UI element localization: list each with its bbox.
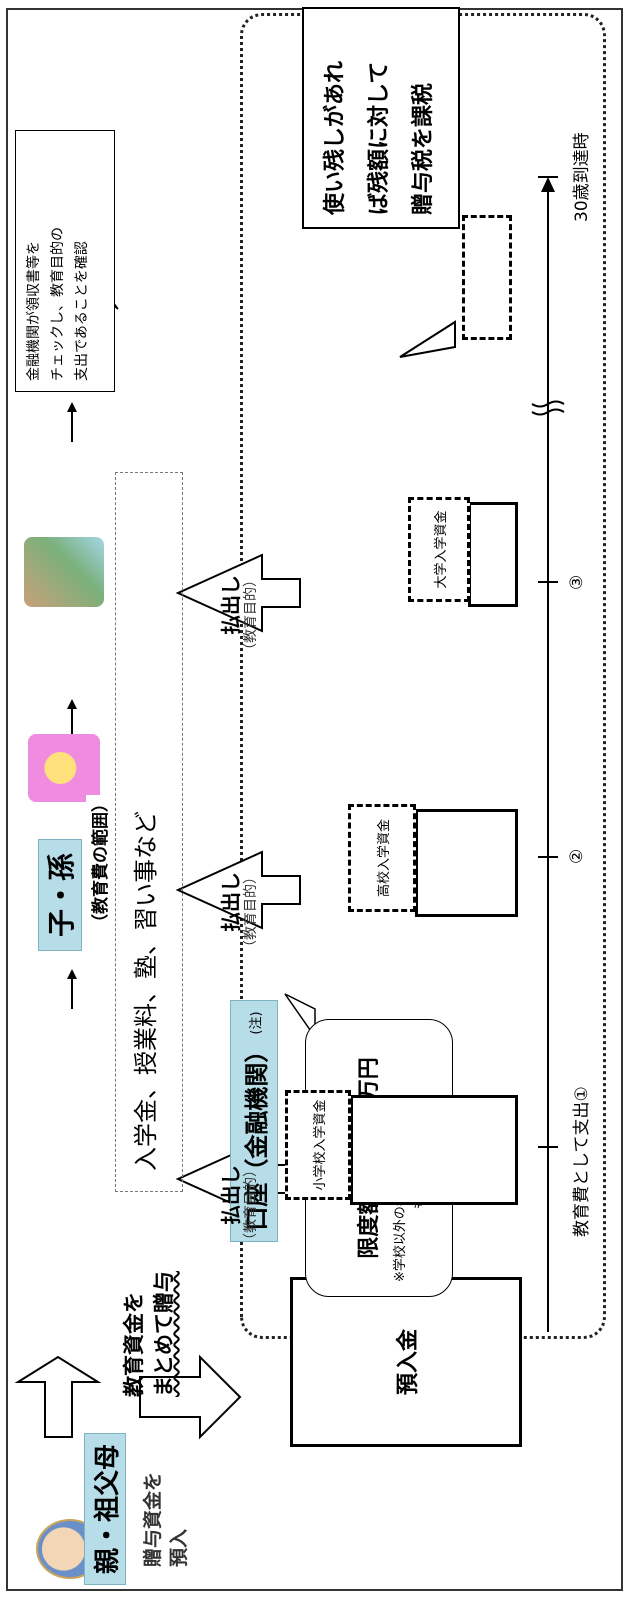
highschool-fund-bar: [415, 809, 518, 917]
timeline-label-3: ③: [567, 575, 587, 590]
child-icon: [28, 734, 100, 802]
student-icon: [24, 537, 104, 607]
timeline-label-2: ②: [567, 849, 587, 864]
timeline-label-1: 教育費として支出①: [567, 1086, 592, 1237]
residual-balance-box: [462, 215, 512, 340]
university-fund-bar: [468, 502, 518, 607]
timeline-arrowhead: [541, 177, 555, 192]
highschool-fund-box: 高校入学資金: [348, 804, 416, 912]
deposit-arrow: [18, 1357, 98, 1437]
withdraw-purpose-1: （教育目的）: [240, 1163, 260, 1247]
withdraw-purpose-2: （教育目的）: [240, 870, 260, 954]
deposit-caption: 贈与資金を 預入: [140, 1472, 192, 1567]
children-label: 子・孫: [38, 839, 82, 951]
university-fund-box: 大学入学資金: [408, 497, 470, 602]
residual-bubble-pointer: [400, 322, 455, 357]
elementary-fund-bar: [350, 1095, 518, 1205]
withdraw-purpose-3: （教育目的）: [240, 573, 260, 657]
bank-check-bubble: 金融機関が領収書等を チェックし、教育目的の 支出であることを確認: [15, 130, 115, 392]
parents-label: 親・祖父母: [84, 1433, 126, 1585]
residual-tax-bubble: 使い残しがあれ ば残額に対して 贈与税を課税: [302, 7, 460, 229]
elementary-fund-box: 小学校入学資金: [285, 1090, 351, 1200]
education-scope-box: （教育費の範囲） 入学金、授業料、塾、習い事など: [115, 472, 183, 1192]
timeline-end-label: 30歳到達時: [567, 132, 592, 222]
deposit-box: 預入金: [290, 1277, 522, 1447]
